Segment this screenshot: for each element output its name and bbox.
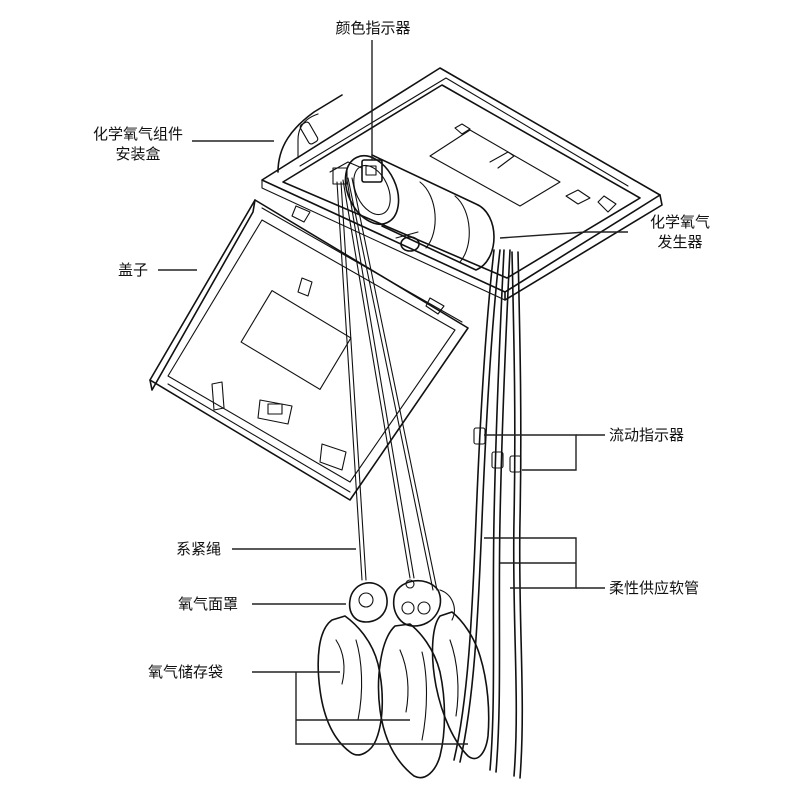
label-flow-indicator: 流动指示器 [609,426,685,444]
lanyards [336,177,438,591]
label-installation-box: 化学氧气组件 安装盒 [82,124,194,164]
label-lid: 盖子 [118,261,149,279]
reservoir-bags [317,611,490,779]
label-lanyard: 系紧绳 [176,540,222,558]
label-oxygen-generator: 化学氧气 发生器 [632,212,728,252]
leader-lines [158,40,628,745]
label-reservoir-bag: 氧气储存袋 [148,663,224,681]
label-installation-box-line2: 安装盒 [115,145,161,163]
label-oxygen-mask: 氧气面罩 [178,595,239,613]
installation-box [261,67,663,301]
supply-hoses [453,249,524,779]
oxygen-masks [348,579,455,627]
lid [149,199,469,501]
label-flexible-hose: 柔性供应软管 [609,579,700,597]
label-oxygen-generator-line1: 化学氧气 [649,213,710,231]
label-color-indicator: 颜色指示器 [335,19,411,37]
label-installation-box-line1: 化学氧气组件 [92,125,183,143]
label-oxygen-generator-line2: 发生器 [657,233,703,251]
